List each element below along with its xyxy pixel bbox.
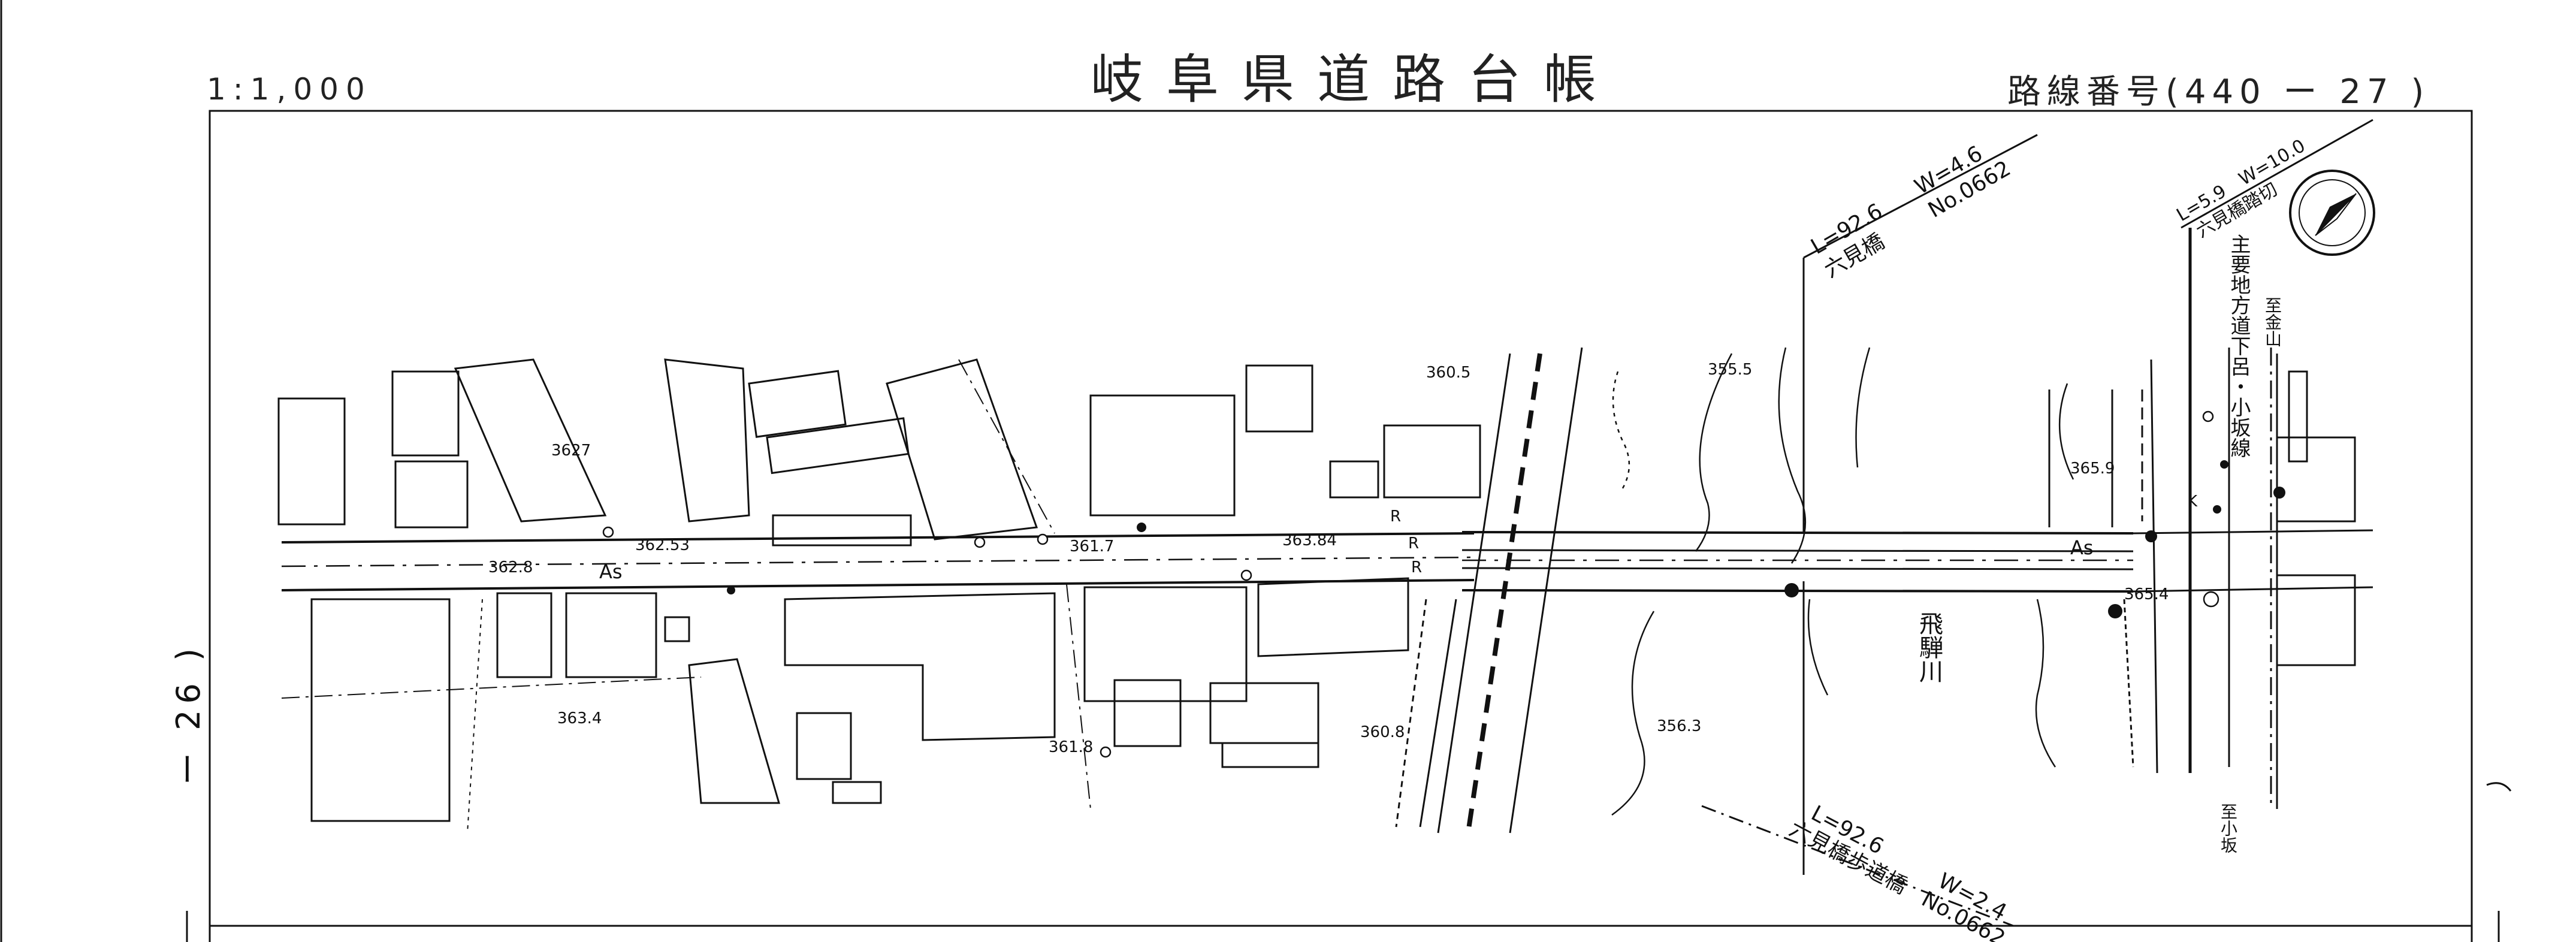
spot-height: 363.84: [1282, 532, 1337, 550]
marker-label: R: [1390, 508, 1401, 526]
railway: [1437, 347, 1583, 834]
north-arrow: [2289, 170, 2375, 256]
spot-height: 360.5: [1426, 364, 1470, 382]
spot-height: 365.9: [2070, 460, 2115, 478]
direction-south-label: 至小坂: [2218, 803, 2238, 853]
surface-label: As: [2070, 536, 2094, 559]
surface-label: As: [599, 560, 623, 583]
spot-height: 362.8: [488, 558, 533, 576]
bridge: [1461, 531, 2134, 593]
map-title: 岐阜県道路台帳: [1091, 49, 1620, 110]
spot-height: 362.53: [635, 536, 690, 554]
spot-height: 365.4: [2124, 585, 2169, 603]
main-road: [281, 532, 1475, 591]
scale-label: 1:1,000: [207, 72, 372, 107]
marker-label: R: [1411, 558, 1422, 576]
utility-points: [727, 460, 2285, 618]
river-banks: [1611, 347, 2074, 816]
spot-height: 363.4: [557, 709, 602, 727]
marker-label: R: [1408, 535, 1419, 552]
direction-north-label: 至金山: [2263, 297, 2282, 347]
spot-height: 355.5: [1708, 361, 1752, 379]
spot-height: 360.8: [1360, 723, 1405, 741]
spot-height: 361.7: [1070, 538, 1114, 555]
spot-height: 361.8: [1049, 738, 1093, 756]
map-frame: [209, 110, 2473, 942]
river-name: 飛騨川: [1915, 611, 1943, 683]
intersecting-road-label: 主要地方道下呂・小坂線: [2227, 234, 2251, 458]
east-roads: [2048, 228, 2373, 809]
buildings: [277, 358, 2356, 822]
marker-label: K: [2187, 493, 2198, 511]
route-number: 路線番号(440 ー 27 ): [2007, 73, 2430, 111]
spot-height: 3627: [551, 442, 591, 460]
spot-height: 356.3: [1657, 717, 1701, 735]
